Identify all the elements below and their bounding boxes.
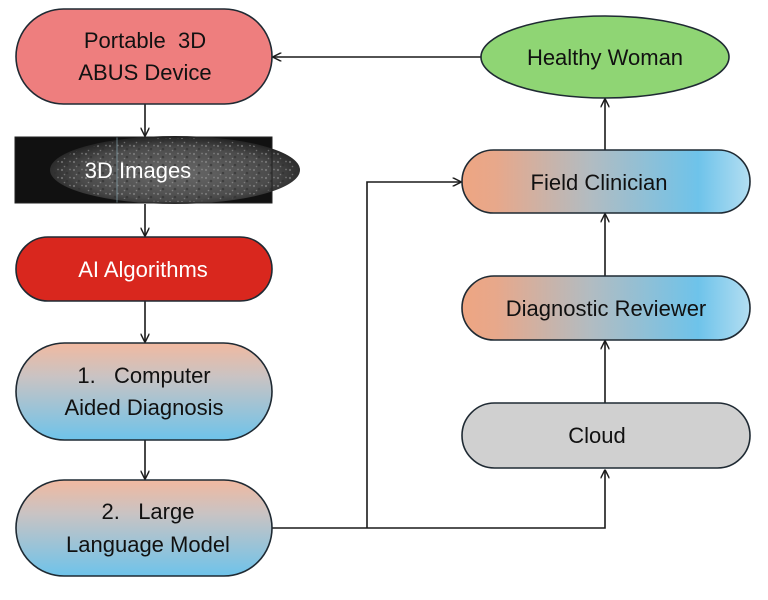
edge-llm-to-cloud — [272, 470, 605, 529]
ultrasound-image-texture — [53, 138, 297, 202]
diagnostic-reviewer-label: Diagnostic Reviewer — [506, 296, 707, 321]
node-field-clinician: Field Clinician — [461, 149, 751, 214]
cloud-label: Cloud — [568, 423, 625, 448]
field-clinician-label: Field Clinician — [531, 170, 668, 195]
node-large-language-model: 2. Large Language Model — [15, 479, 273, 577]
healthy-woman-shape — [480, 15, 730, 99]
node-computer-aided-diagnosis: 1. Computer Aided Diagnosis — [15, 342, 273, 441]
node-healthy-woman: Healthy Woman — [480, 15, 730, 99]
cloud-shape — [461, 402, 751, 469]
portable-device-label-line2: ABUS Device — [78, 60, 211, 85]
field-clinician-shape — [461, 149, 751, 214]
cad-label-line2: Aided Diagnosis — [65, 395, 224, 420]
cad-shape — [15, 342, 273, 441]
ai-algorithms-shape — [15, 236, 273, 302]
healthy-woman-label: Healthy Woman — [527, 45, 683, 70]
edges — [145, 57, 605, 529]
edge-llm-to-field-clinician — [366, 182, 461, 528]
images-label: 3D Images — [85, 158, 191, 183]
node-ai-algorithms: AI Algorithms — [15, 236, 273, 302]
ultrasound-image-border — [14, 136, 273, 204]
diagnostic-reviewer-shape — [461, 275, 751, 341]
portable-device-shape — [15, 8, 273, 105]
llm-label-line1: 2. Large — [102, 499, 195, 524]
node-portable-abus-device: Portable 3D ABUS Device — [15, 8, 273, 105]
portable-device-label-line1: Portable 3D — [84, 28, 206, 53]
llm-shape — [15, 479, 273, 577]
llm-label-line2: Language Model — [66, 532, 230, 557]
ai-algorithms-label: AI Algorithms — [78, 257, 208, 282]
node-diagnostic-reviewer: Diagnostic Reviewer — [461, 275, 751, 341]
node-cloud: Cloud — [461, 402, 751, 469]
node-3d-images: 3D Images — [14, 136, 300, 204]
cad-label-line1: 1. Computer — [77, 363, 210, 388]
